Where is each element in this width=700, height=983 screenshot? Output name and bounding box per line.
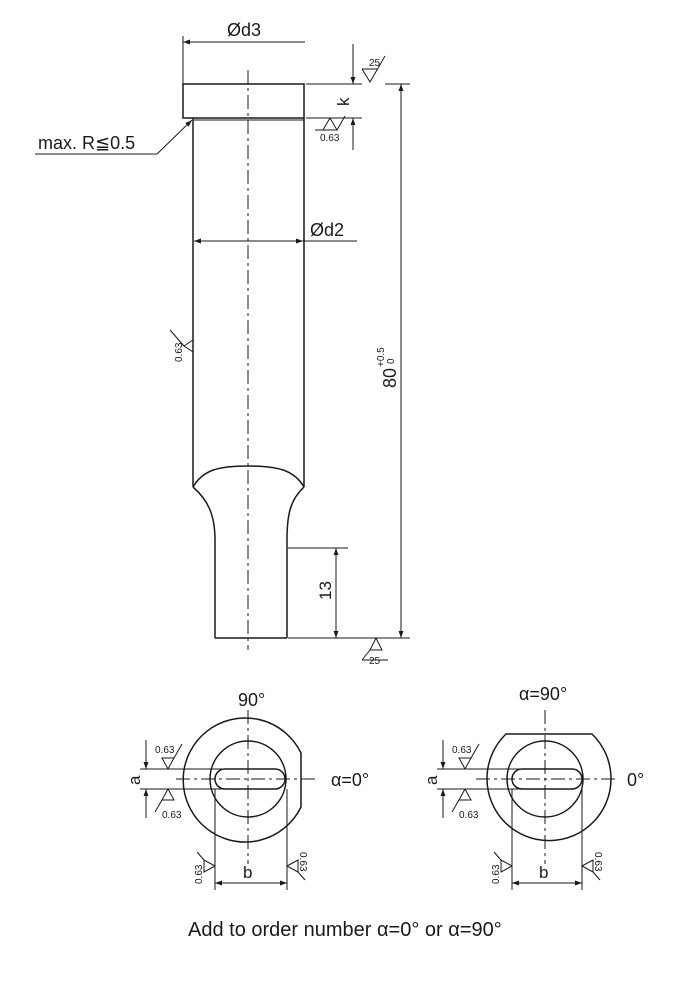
d2-label: Ød2 <box>310 220 344 240</box>
d3-dimension: Ød3 <box>182 20 305 84</box>
finish-tip: 25 <box>361 637 388 667</box>
svg-text:0.63: 0.63 <box>174 342 185 362</box>
right-flat-slot <box>511 768 583 790</box>
length-tol-upper: +0.5 <box>376 347 387 367</box>
finish-head-under: 0.63 <box>315 115 346 144</box>
right-transition <box>286 486 305 638</box>
left-a-label: a <box>125 775 144 785</box>
pin-head <box>182 83 305 119</box>
svg-text:25: 25 <box>369 58 381 69</box>
left-head-outline <box>182 717 302 843</box>
flat-label: 13 <box>316 581 335 600</box>
right-right-label: 0° <box>627 770 644 790</box>
left-top-label: 90° <box>238 690 265 710</box>
left-flat-slot <box>214 768 286 790</box>
svg-text:0.63: 0.63 <box>297 852 308 872</box>
radius-note: max. R≦0.5 <box>35 119 193 155</box>
right-a-label: a <box>422 775 441 785</box>
d2-dimension: Ød2 <box>194 220 357 244</box>
right-b-label: b <box>539 863 548 882</box>
length-dimension: 80 +0.5 0 <box>288 83 410 639</box>
finish-head-top: 25 <box>361 55 386 83</box>
k-label: k <box>334 97 353 106</box>
length-tol-lower: 0 <box>386 358 397 364</box>
svg-text:0.63: 0.63 <box>194 864 205 884</box>
right-head-outline <box>486 733 612 842</box>
finish-shank: 0.63 <box>169 329 194 362</box>
left-right-label: α=0° <box>331 770 369 790</box>
right-shank-circle <box>506 740 584 818</box>
svg-text:0.63: 0.63 <box>162 810 182 821</box>
svg-text:0.63: 0.63 <box>491 864 502 884</box>
svg-text:0.63: 0.63 <box>155 745 175 756</box>
svg-text:25: 25 <box>369 656 381 667</box>
svg-text:0.63: 0.63 <box>320 133 340 144</box>
right-top-label: α=90° <box>519 684 567 704</box>
pin-outline <box>182 83 305 639</box>
d3-label: Ød3 <box>227 20 261 40</box>
section-left: 90° α=0° a 0.63 0.63 b 0.63 0.63 <box>125 690 369 890</box>
svg-text:0.63: 0.63 <box>459 810 479 821</box>
section-right: α=90° 0° a 0.63 0.63 b 0.63 0.63 <box>422 684 644 890</box>
left-b-label: b <box>243 863 252 882</box>
flat-dimension: 13 <box>288 547 348 638</box>
radius-label: max. R≦0.5 <box>38 133 135 153</box>
length-label: 80 <box>380 368 400 388</box>
left-transition <box>192 486 216 638</box>
svg-text:0.63: 0.63 <box>592 852 603 872</box>
left-shank-circle <box>209 740 287 818</box>
order-caption: Add to order number α=0° or α=90° <box>188 919 502 941</box>
k-dimension: k <box>306 44 362 150</box>
svg-text:0.63: 0.63 <box>452 745 472 756</box>
